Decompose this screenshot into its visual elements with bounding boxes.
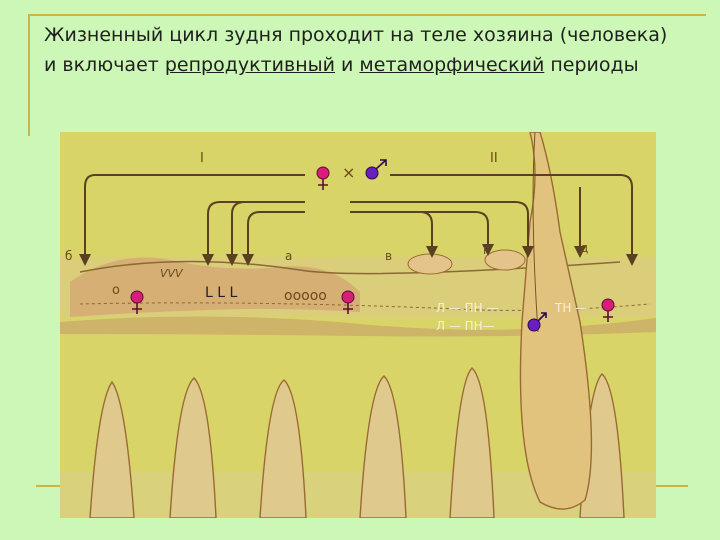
nymphs-label: VVV — [160, 267, 184, 280]
title-text-1: Жизненный цикл зудня проходит на теле хо… — [44, 24, 668, 76]
female-symbol-right — [601, 298, 615, 322]
slide-title: Жизненный цикл зудня проходит на теле хо… — [44, 20, 684, 80]
sequence-row-1: Л — ПН — — [436, 301, 499, 315]
skin-surface-line — [79, 260, 621, 275]
female-symbol-left — [130, 290, 144, 314]
zero-label: o — [112, 283, 120, 298]
title-underlined-metamorphic: метаморфический — [359, 54, 545, 76]
sequence-row-2: Л — ПН— — [436, 319, 495, 333]
papule-v — [407, 253, 453, 275]
cycle-arrows — [79, 174, 638, 266]
title-text-2: и — [334, 54, 360, 76]
dermal-papillae — [89, 367, 625, 518]
title-underlined-reproductive: репродуктивный — [164, 54, 335, 76]
decorative-top-rule — [28, 14, 706, 16]
label-g: г — [483, 243, 489, 257]
skin-dotted-line — [79, 302, 651, 311]
female-symbol-top — [316, 166, 330, 190]
eggs-label: ooooo — [284, 288, 327, 304]
label-I: I — [200, 151, 204, 166]
label-b: б — [65, 249, 72, 263]
sequence-row-1b: ТН — — [554, 301, 587, 315]
title-text-3: периоды — [544, 54, 639, 76]
decorative-vertical-rule — [28, 14, 30, 136]
hair-follicle — [519, 132, 593, 510]
label-d: д — [580, 241, 588, 255]
life-cycle-diagram: I II × б а в г д VVV L L L ooooo o Л — П… — [60, 132, 656, 518]
larvae-label: L L L — [205, 285, 238, 301]
label-a: а — [285, 249, 292, 263]
papule-g — [484, 249, 526, 271]
female-symbol-center — [341, 290, 355, 314]
label-II: II — [490, 151, 498, 166]
hair-shaft — [532, 132, 539, 333]
male-symbol-top — [365, 159, 387, 180]
life-cycle-illustration: I II × б а в г д VVV L L L ooooo o Л — П… — [60, 132, 656, 518]
male-symbol-right — [527, 312, 547, 332]
label-v: в — [385, 249, 392, 263]
basal-layer — [60, 316, 656, 337]
cross-symbol: × — [342, 163, 355, 182]
burrow-ridge — [70, 257, 360, 317]
